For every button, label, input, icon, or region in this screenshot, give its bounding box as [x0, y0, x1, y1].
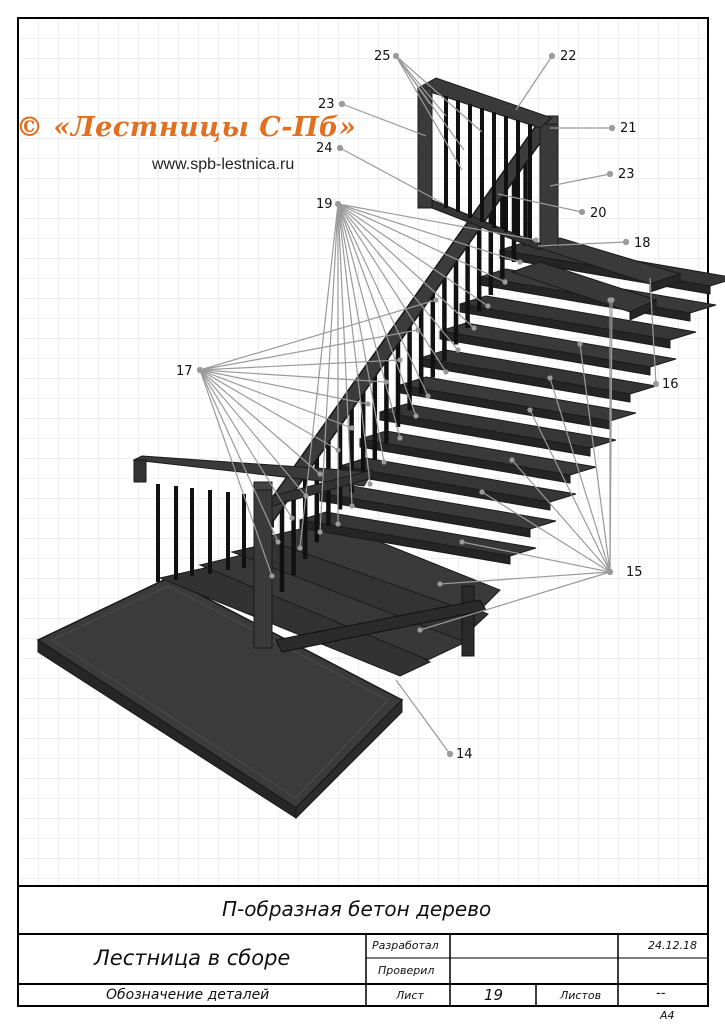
stair-support [275, 585, 487, 657]
title-block-sheets-label: Листов [560, 989, 602, 1002]
watermark-copyright: © «Лестницы С-Пб» [16, 112, 357, 143]
callout-21: 21 [620, 121, 637, 136]
callout-22: 22 [560, 49, 577, 64]
callout-20: 20 [590, 206, 607, 221]
callout-16: 16 [662, 377, 679, 392]
title-block-sheet-number: 19 [484, 986, 504, 1004]
title-block-sheet-label: Лист [396, 989, 424, 1002]
sheet-frame [17, 17, 709, 1007]
top-newel-post [539, 115, 559, 247]
title-block-main-title: П-образная бетон дерево [222, 897, 492, 921]
stair-illustration [36, 77, 725, 820]
tread-edge [459, 303, 671, 349]
title-block-developed-label: Разработал [372, 939, 439, 952]
callout-19: 19 [316, 197, 333, 212]
tread-edge [379, 411, 591, 457]
title-block-drawing-name: Лестница в сборе [94, 946, 291, 970]
title-block-checked-label: Проверил [378, 964, 435, 977]
callout-18: 18 [634, 236, 651, 251]
tread-edge [319, 492, 531, 538]
callout-24: 24 [316, 141, 333, 156]
title-block-designation: Обозначение деталей [106, 987, 270, 1003]
landing-platform [36, 577, 404, 820]
tread-edge [359, 438, 571, 484]
callout-25: 25 [374, 49, 391, 64]
leader-lines [196, 52, 660, 758]
title-block-format: А4 [660, 1009, 675, 1022]
callout-17: 17 [176, 364, 193, 379]
title-block-lines [18, 885, 708, 1006]
callout-23-right: 23 [618, 167, 635, 182]
tread-edge [439, 330, 651, 376]
title-block-sheets-value: -- [656, 986, 666, 1001]
callout-14: 14 [456, 747, 473, 762]
upper-treads [510, 237, 682, 321]
callout-15: 15 [626, 565, 643, 580]
title-block-date: 24.12.18 [648, 939, 697, 952]
flight-treads [299, 241, 725, 565]
watermark-url: www.spb-lestnica.ru [152, 156, 295, 173]
tread-edge [299, 519, 511, 565]
callout-23-left: 23 [318, 97, 335, 112]
upper-railing [416, 77, 554, 251]
lower-railing [132, 455, 373, 649]
